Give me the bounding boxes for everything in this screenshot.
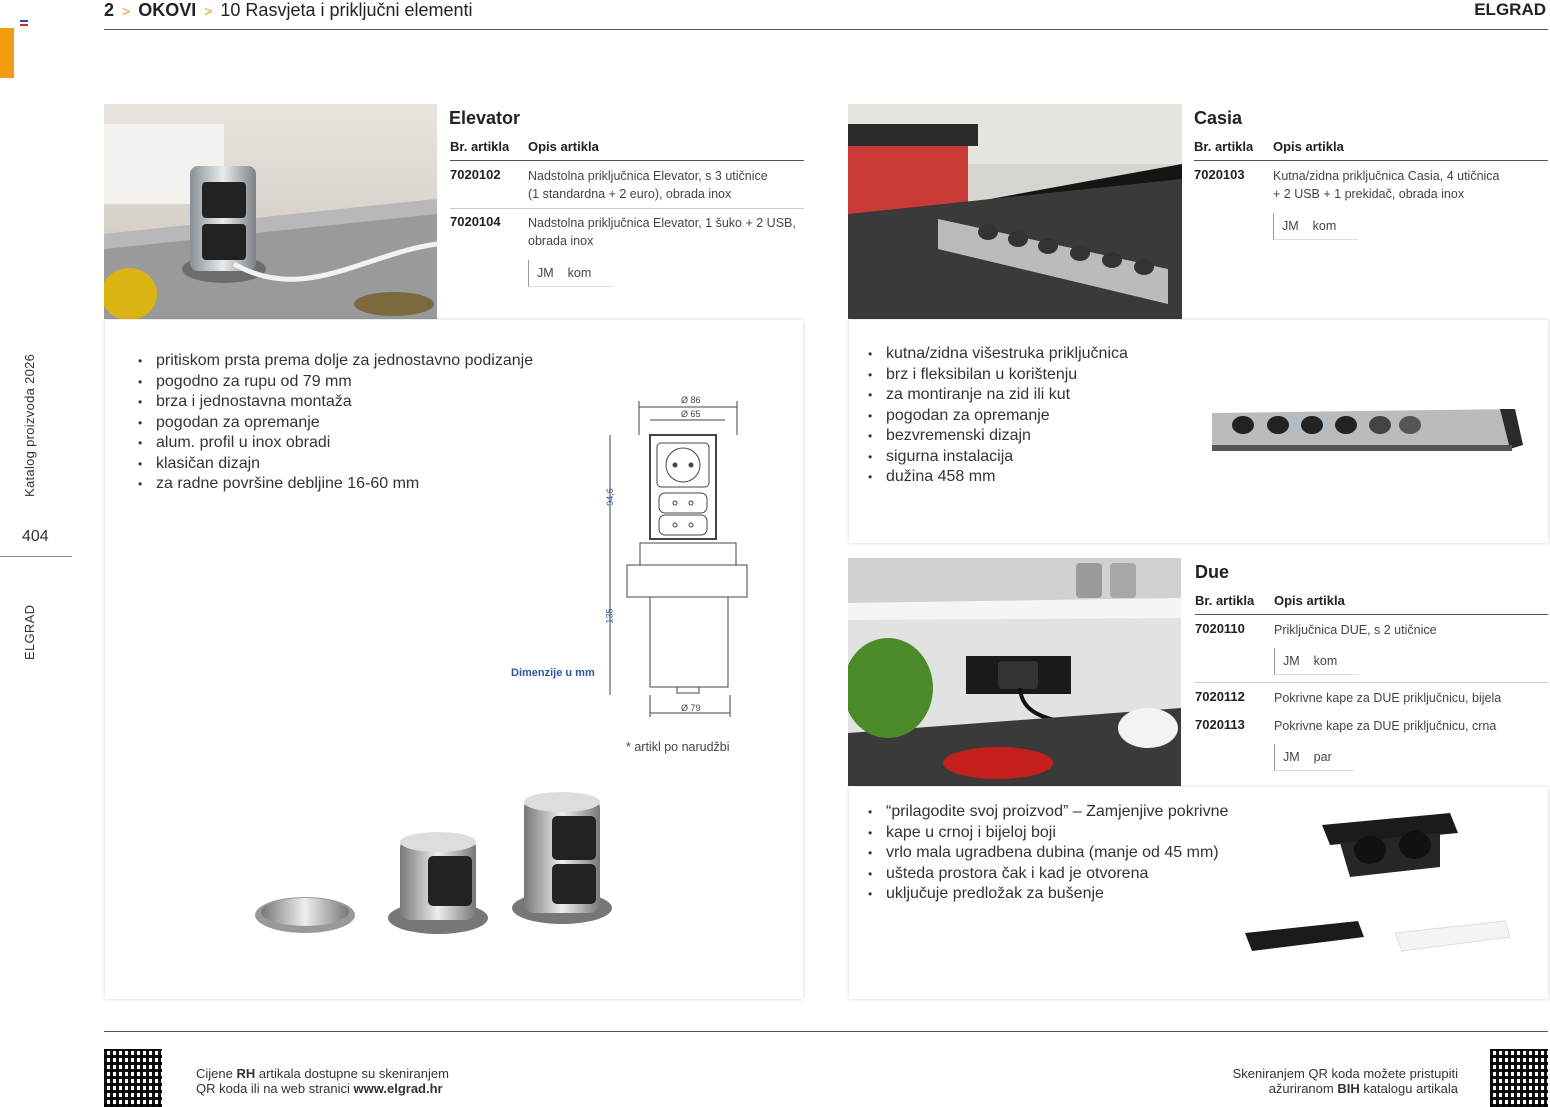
sidebar-brand: ELGRAD — [22, 604, 37, 660]
row-divider — [450, 208, 804, 209]
feature-item: klasičan dizajn — [136, 454, 566, 475]
casia-desc-1: Kutna/zidna priključnica Casia, 4 utični… — [1273, 169, 1500, 201]
brand-header: ELGRAD — [1474, 0, 1546, 19]
catalog-label: Katalog proizvoda 2026 — [22, 353, 37, 497]
due-desc-3: Pokrivne kape za DUE priključnicu, crna — [1274, 719, 1497, 733]
elevator-code-1: 7020102 — [450, 167, 501, 182]
feature-item: alum. profil u inox obradi — [136, 433, 566, 454]
elevator-desc-2: Nadstolna priključnica Elevator, 1 šuko … — [528, 216, 796, 248]
due-table-rule — [1195, 614, 1548, 615]
due-desc-2: Pokrivne kape za DUE priključnicu, bijel… — [1274, 691, 1502, 705]
dimensions-caption: Dimenzije u mm — [511, 667, 595, 679]
breadcrumb: 2 > OKOVI >10 Rasvjeta i priključni element… — [104, 0, 473, 21]
dim-d65: Ø 65 — [681, 409, 701, 419]
elevator-photo — [104, 104, 437, 319]
casia-code-1: 7020103 — [1194, 167, 1245, 182]
feature-item: za montiranje na zid ili kut — [866, 385, 1196, 406]
due-code-2: 7020112 — [1195, 689, 1245, 704]
due-col-desc: Opis artikla — [1274, 593, 1345, 608]
dim-d86: Ø 86 — [681, 395, 701, 405]
casia-table-rule — [1194, 160, 1548, 161]
row-divider — [1195, 682, 1548, 683]
order-note: * artikl po narudžbi — [626, 740, 730, 754]
due-product-image — [1240, 805, 1520, 955]
elevator-features: pritiskom prsta prema dolje za jednostav… — [136, 351, 566, 495]
elevator-title: Elevator — [449, 108, 521, 128]
feature-item: bezvremenski dizajn — [866, 426, 1196, 447]
elevator-table-rule — [450, 160, 804, 161]
elevator-col-desc: Opis artikla — [528, 139, 599, 154]
footer-left-text: Cijene RH artikala dostupne su skeniranj… — [196, 1066, 449, 1096]
feature-item: pritiskom prsta prema dolje za jednostav… — [136, 351, 566, 372]
feature-item: za radne površine debljine 16-60 mm — [136, 474, 566, 495]
website-link[interactable]: www.elgrad.hr — [353, 1081, 443, 1096]
footer-divider — [104, 1031, 1548, 1032]
chapter-name: OKOVI — [138, 0, 197, 20]
section-name: 10 Rasvjeta i priključni elementi — [220, 0, 473, 20]
header-divider — [104, 29, 1548, 30]
due-col-code: Br. artikla — [1195, 593, 1255, 608]
casia-features: kutna/zidna višestruka priključnica brz … — [866, 344, 1196, 488]
elevator-col-code: Br. artikla — [450, 139, 510, 154]
casia-col-code: Br. artikla — [1194, 139, 1254, 154]
feature-item: pogodan za opremanje — [866, 406, 1196, 427]
flag-icon — [20, 20, 28, 26]
qr-code-bih[interactable] — [1490, 1049, 1548, 1107]
feature-item: dužina 458 mm — [866, 467, 1196, 488]
dim-h946: 94,6 — [604, 488, 615, 506]
elevator-desc-1: Nadstolna priključnica Elevator, s 3 uti… — [528, 169, 768, 201]
chapter-number: 2 — [104, 0, 115, 20]
feature-item: pogodno za rupu od 79 mm — [136, 372, 566, 393]
feature-item: sigurna instalacija — [866, 447, 1196, 468]
footer-right-text: Skeniranjem QR koda možete pristupiti až… — [1232, 1066, 1458, 1096]
dim-h135: 135 — [604, 608, 615, 624]
chevron-right-icon: > — [204, 3, 213, 19]
elevator-dimension-drawing: Ø 86 Ø 65 94,6 135 Ø 79 — [595, 395, 765, 720]
chapter-tab-marker — [0, 28, 14, 78]
feature-item-continued: kape u crnoj i bijeloj boji — [866, 823, 1256, 844]
feature-item: uključuje predložak za bušenje — [866, 884, 1256, 905]
elevator-product-image — [250, 790, 670, 940]
due-code-1: 7020110 — [1195, 621, 1245, 636]
page-divider — [0, 556, 72, 557]
casia-title: Casia — [1194, 108, 1243, 128]
qr-code-rh[interactable] — [104, 1049, 162, 1107]
chevron-right-icon: > — [122, 3, 131, 19]
due-features: “prilagodite svoj proizvod” – Zamjenjive… — [866, 802, 1256, 905]
due-photo — [848, 558, 1181, 786]
feature-item: kutna/zidna višestruka priključnica — [866, 344, 1196, 365]
feature-item: pogodan za opremanje — [136, 413, 566, 434]
feature-item: vrlo mala ugradbena dubina (manje od 45 … — [866, 843, 1256, 864]
due-title: Due — [1195, 562, 1230, 582]
casia-col-desc: Opis artikla — [1273, 139, 1344, 154]
feature-item: brz i fleksibilan u korištenju — [866, 365, 1196, 386]
due-code-3: 7020113 — [1195, 717, 1245, 732]
elevator-code-2: 7020104 — [450, 214, 501, 229]
feature-item: “prilagodite svoj proizvod” – Zamjenjive… — [866, 802, 1256, 823]
casia-photo — [848, 104, 1182, 319]
casia-product-image — [1210, 405, 1525, 455]
feature-item: ušteda prostora čak i kad je otvorena — [866, 864, 1256, 885]
due-desc-1: Priključnica DUE, s 2 utičnice — [1274, 623, 1437, 637]
page-number: 404 — [22, 528, 49, 545]
feature-item: brza i jednostavna montaža — [136, 392, 566, 413]
dim-d79: Ø 79 — [681, 703, 701, 713]
